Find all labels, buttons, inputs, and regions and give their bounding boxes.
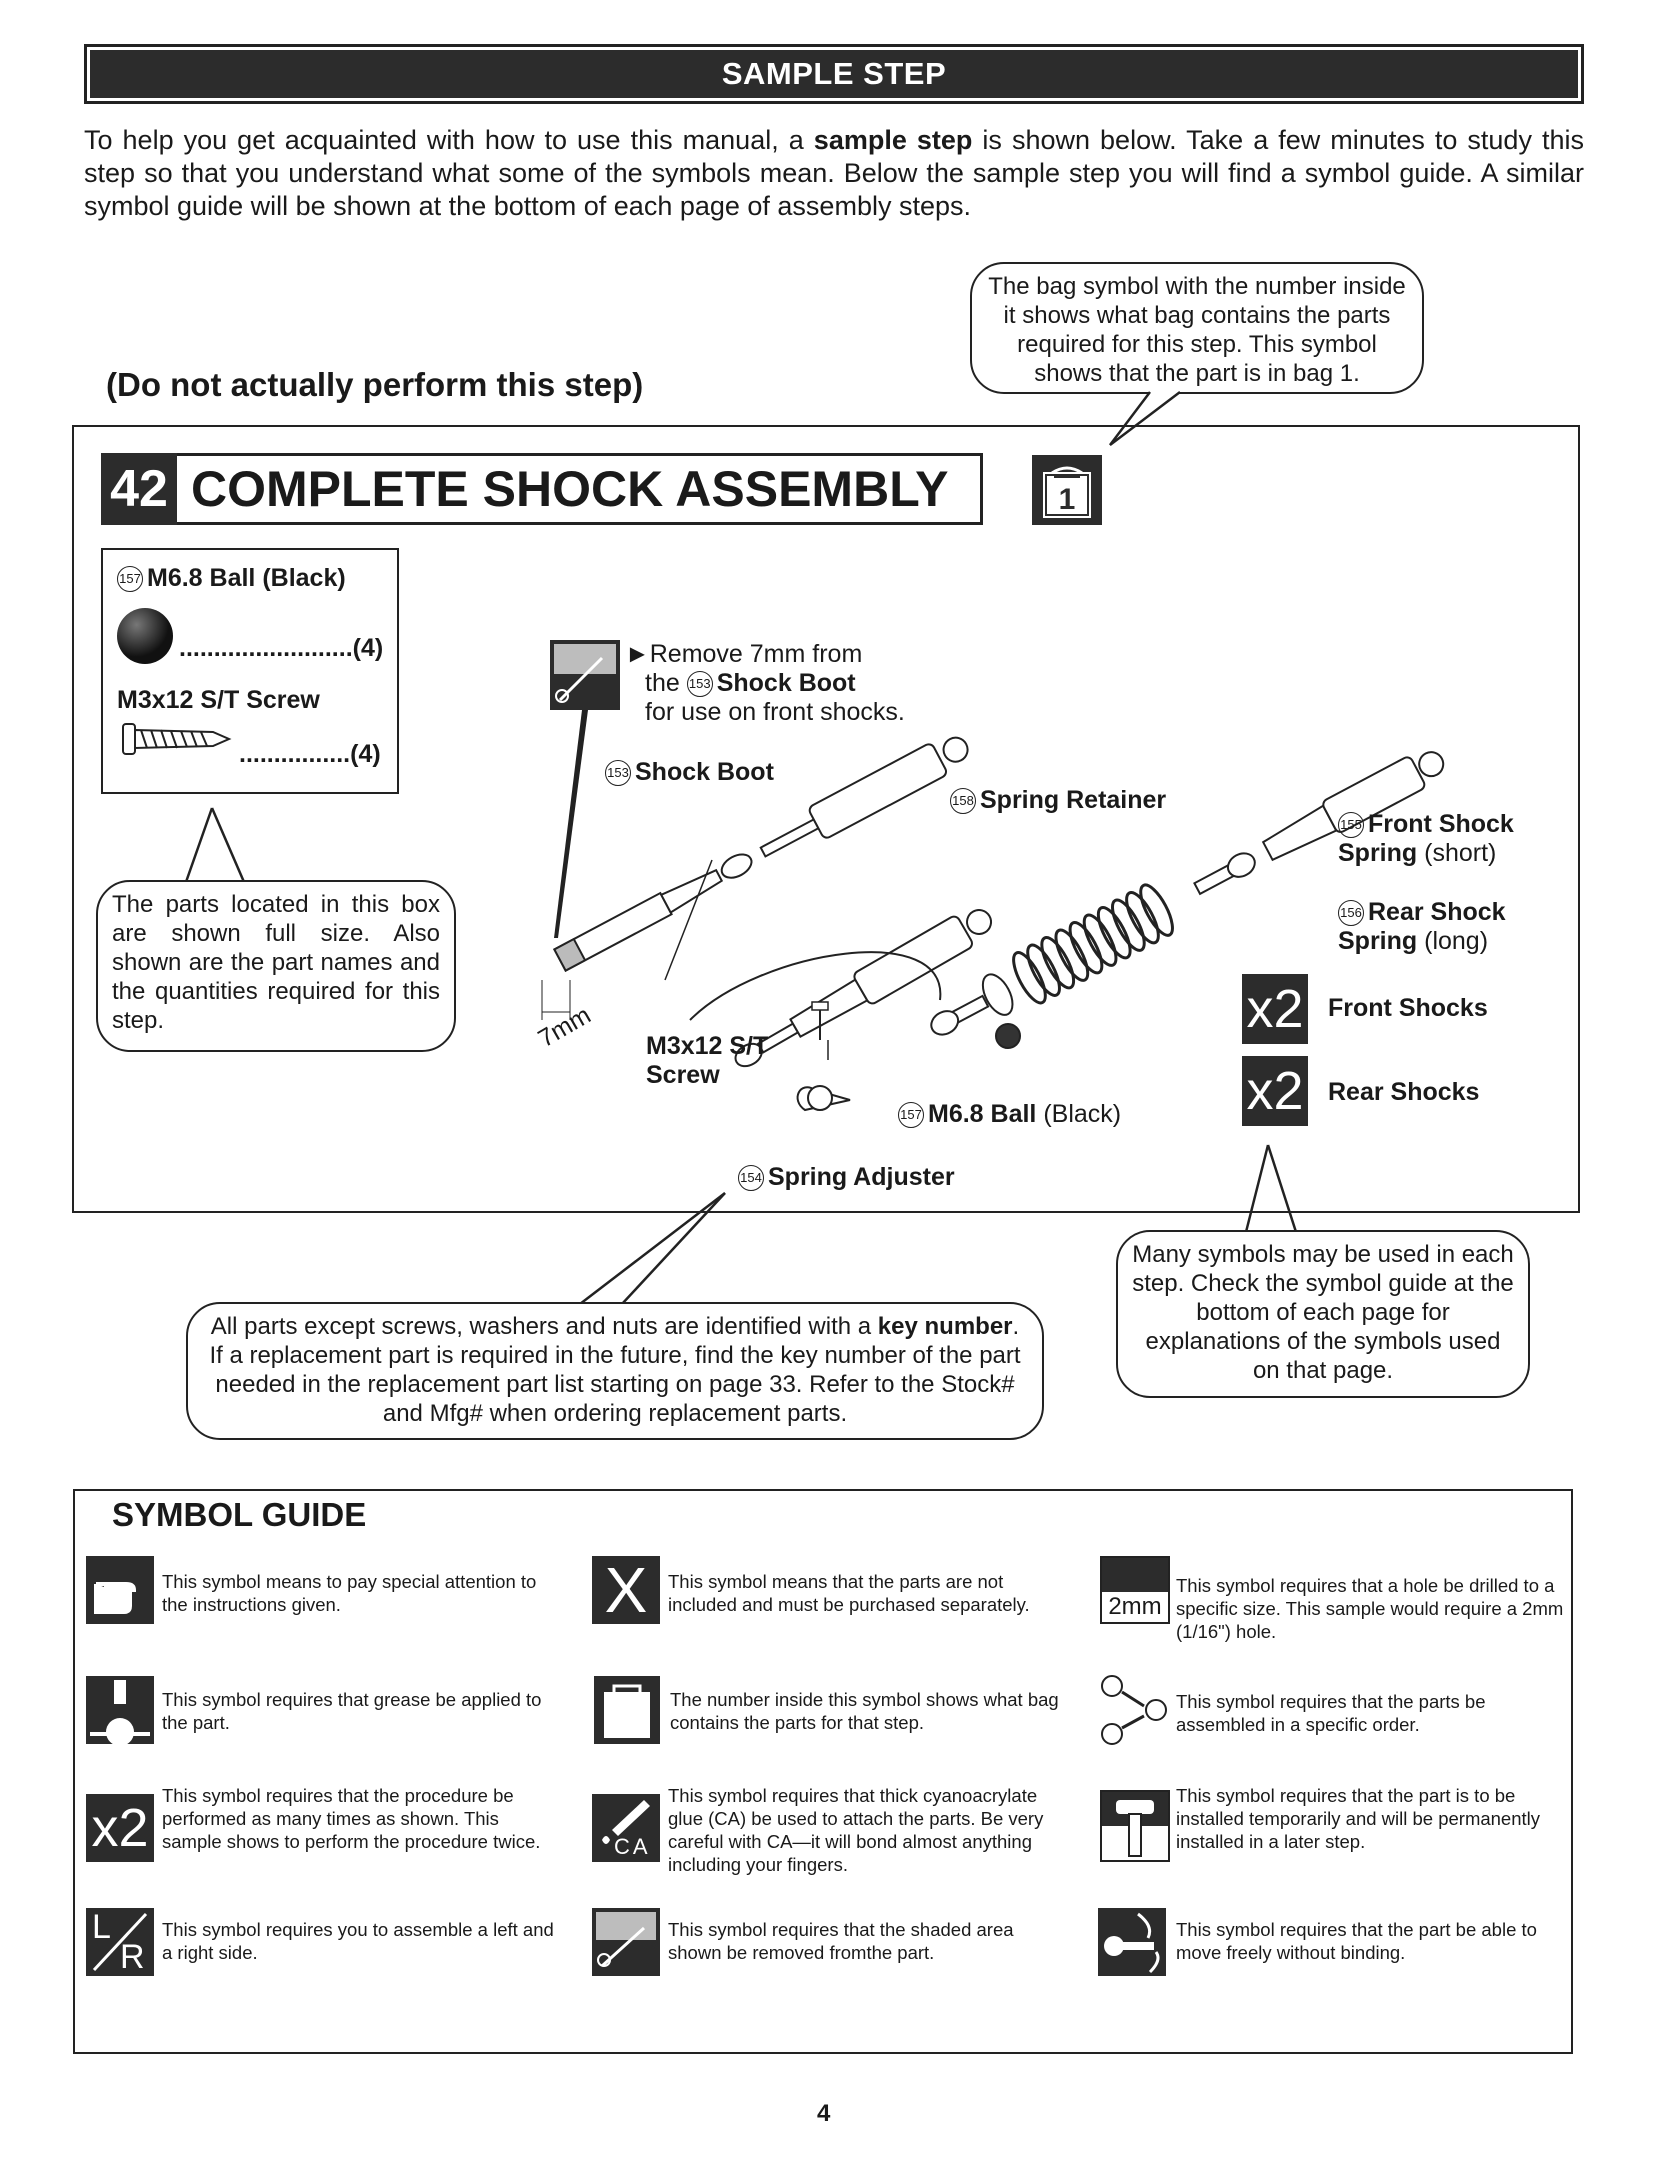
- symbols-callout-bubble: Many symbols may be used in each step. C…: [1116, 1230, 1530, 1398]
- section-title: SAMPLE STEP: [90, 50, 1578, 98]
- guide-text: This symbol requires that the parts be a…: [1176, 1691, 1486, 1735]
- guide-text: This symbol requires that the part is to…: [1176, 1785, 1541, 1852]
- remove-instruction-line3: for use on front shocks.: [645, 698, 905, 726]
- symbol-guide-title: SYMBOL GUIDE: [112, 1496, 367, 1533]
- left-right-icon: L R: [86, 1908, 154, 1976]
- parts-callout-bubble: The parts located in this box are shown …: [96, 880, 456, 1052]
- order-icon: [1100, 1674, 1170, 1746]
- repeat-x2-icon: x2: [86, 1794, 154, 1862]
- step-number: 42: [101, 453, 177, 525]
- guide-text: This symbol requires that the shaded are…: [668, 1919, 1014, 1963]
- ca-glue-icon: CA: [592, 1794, 660, 1862]
- remove-instruction-line1: ►Remove 7mm from: [625, 640, 863, 668]
- bag-icon: [594, 1676, 660, 1744]
- guide-text: This symbol means to pay special attenti…: [162, 1571, 537, 1615]
- symbol-guide-frame: [73, 1489, 1573, 2054]
- ball-image: [117, 608, 173, 664]
- pointing-hand-icon: [86, 1556, 154, 1624]
- section-header: SAMPLE STEP: [84, 44, 1584, 104]
- shock-assembly-diagram: [541, 640, 1445, 1112]
- page-number: 4: [817, 2100, 831, 2127]
- guide-text: This symbol requires that thick cyanoacr…: [668, 1785, 1044, 1875]
- guide-text: This symbol requires that the procedure …: [162, 1785, 541, 1852]
- x-not-included-icon: X: [592, 1556, 660, 1624]
- key-number-callout-bubble: All parts except screws, washers and nut…: [186, 1302, 1044, 1440]
- repeat-label-front: Front Shocks: [1328, 994, 1488, 1022]
- bag-callout-bubble: The bag symbol with the number inside it…: [970, 262, 1424, 394]
- part-screw-qty: ................(4): [239, 740, 381, 768]
- free-movement-icon: [1098, 1908, 1166, 1976]
- intro-paragraph: To help you get acquainted with how to u…: [84, 125, 1584, 221]
- repeat-x2-icon: x2: [1242, 1056, 1308, 1126]
- grease-icon: [86, 1676, 154, 1746]
- bag-number: 1: [1058, 483, 1076, 516]
- guide-text: This symbol requires you to assemble a l…: [162, 1919, 554, 1963]
- guide-text: This symbol requires that a hole be dril…: [1176, 1575, 1564, 1642]
- do-not-perform-note: (Do not actually perform this step): [106, 366, 644, 403]
- part-screw-label: M3x12 S/T Screw: [117, 686, 320, 714]
- guide-text: The number inside this symbol shows what…: [670, 1689, 1059, 1733]
- guide-text: This symbol requires that grease be appl…: [162, 1689, 542, 1733]
- screw-image: [122, 723, 232, 755]
- guide-text: This symbol means that the parts are not…: [668, 1571, 1030, 1615]
- step-title: COMPLETE SHOCK ASSEMBLY: [177, 453, 983, 525]
- temporary-screw-icon: [1100, 1790, 1170, 1862]
- cut-shaded-icon: [592, 1908, 660, 1976]
- guide-text: This symbol requires that the part be ab…: [1176, 1919, 1537, 1963]
- sample-step-frame: [72, 425, 1580, 1213]
- drill-icon: 2mm: [1100, 1556, 1170, 1624]
- bag-icon: 1: [1032, 455, 1102, 525]
- repeat-x2-icon: x2: [1242, 974, 1308, 1044]
- part-ball-qty: .........................(4): [179, 634, 384, 662]
- repeat-label-rear: Rear Shocks: [1328, 1078, 1480, 1106]
